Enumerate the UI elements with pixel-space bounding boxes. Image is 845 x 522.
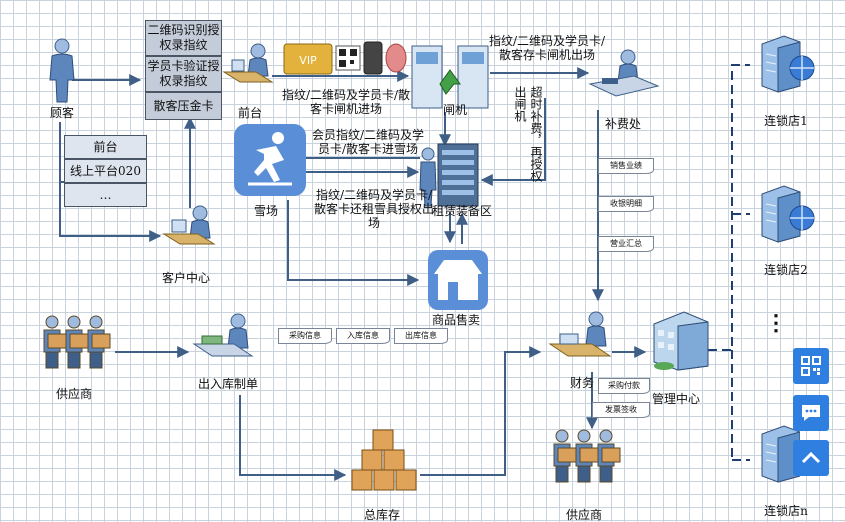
vip-card-qr-fingerprint-icon: VIP bbox=[283, 41, 407, 75]
front-box-deposit: 散客压金卡 bbox=[145, 92, 222, 120]
label-store2: 连锁店2 bbox=[764, 263, 808, 277]
desk-worker-icon bbox=[588, 49, 660, 97]
tag-in-info: 入库信息 bbox=[336, 328, 390, 344]
server-globe-icon bbox=[761, 185, 815, 243]
dashed-management-to-stores bbox=[708, 64, 750, 351]
arrow-ski-to-shop bbox=[287, 200, 420, 286]
arrow-warehouse-to-finance bbox=[420, 346, 542, 476]
label-rental: 租赁装备区 bbox=[431, 204, 493, 218]
arrow-stock-to-warehouse bbox=[239, 395, 347, 481]
label-storen: 连锁店n bbox=[764, 504, 808, 518]
tag-out-info: 出库信息 bbox=[394, 328, 448, 344]
label-customer: 顾客 bbox=[49, 106, 75, 120]
label-finance: 财务 bbox=[569, 376, 595, 390]
channel-box-front: 前台 bbox=[64, 135, 147, 159]
building-icon bbox=[653, 311, 709, 371]
boxes-icon bbox=[351, 429, 417, 491]
server-rack-worker-icon bbox=[419, 143, 479, 207]
desk-worker-icon bbox=[162, 205, 216, 245]
qr-code-button[interactable] bbox=[793, 348, 829, 384]
flow-label-return-rental: 指纹/二维码及学员卡/散客卡还租雪具授权出场 bbox=[313, 188, 434, 230]
skater-icon bbox=[234, 124, 306, 196]
label-store-ellipsis: ⋮ bbox=[765, 310, 787, 336]
label-shop: 商品售卖 bbox=[431, 313, 481, 327]
qr-code-icon bbox=[801, 356, 821, 376]
tag-cashier-detail: 收银明细 bbox=[598, 196, 654, 212]
person-icon bbox=[49, 38, 75, 103]
tag-purchase-info: 采购信息 bbox=[278, 328, 332, 344]
back-to-top-button[interactable] bbox=[793, 440, 829, 476]
front-box-student-card: 学员卡验证授权录指纹 bbox=[145, 56, 222, 92]
flow-label-to-ski: 会员指纹/二维码及学员卡/散客卡进雪场 bbox=[311, 128, 425, 156]
shop-icon bbox=[428, 250, 488, 310]
label-customer-center: 客户中心 bbox=[161, 271, 211, 285]
label-supplement: 补费处 bbox=[604, 117, 642, 131]
tag-purchase-pay: 采购付款 bbox=[598, 378, 650, 394]
label-warehouse: 总库存 bbox=[363, 508, 401, 522]
desk-worker-icon bbox=[548, 311, 612, 357]
supplier-people-icon bbox=[553, 429, 621, 483]
label-store1: 连锁店1 bbox=[764, 114, 808, 128]
tag-business-sum: 营业汇总 bbox=[598, 236, 654, 252]
label-ski-field: 雪场 bbox=[253, 204, 279, 218]
channel-box-more: … bbox=[64, 183, 147, 207]
channel-box-online: 线上平台020 bbox=[64, 159, 147, 183]
svg-text:VIP: VIP bbox=[299, 54, 317, 67]
tag-invoice: 发票签收 bbox=[592, 402, 650, 418]
server-globe-icon bbox=[761, 35, 815, 93]
supplier-people-icon bbox=[43, 315, 111, 369]
label-gate: 闸机 bbox=[442, 103, 468, 117]
flow-label-gate-exit: 指纹/二维码及学员卡/散客存卡闸机出场 bbox=[488, 34, 606, 62]
chat-icon bbox=[802, 405, 820, 421]
label-stock-doc: 出入库制单 bbox=[197, 377, 259, 391]
desk-worker-icon bbox=[222, 43, 274, 83]
flow-label-to-gate: 指纹/二维码及学员卡/散客卡闸机进场 bbox=[281, 88, 411, 116]
label-supplier-bottom: 供应商 bbox=[565, 508, 603, 522]
label-supplier-left: 供应商 bbox=[55, 387, 93, 401]
front-box-qr: 二维码识别授权录指纹 bbox=[145, 20, 222, 56]
desk-worker-icon bbox=[192, 313, 254, 357]
arrow-supplement-to-rental bbox=[480, 98, 546, 186]
label-management: 管理中心 bbox=[651, 392, 701, 406]
flow-label-overtime: 超时补费，再授权出闸机 bbox=[513, 86, 543, 182]
chevron-up-icon bbox=[801, 451, 821, 464]
turnstile-gate-icon bbox=[411, 45, 489, 109]
label-front-desk: 前台 bbox=[237, 106, 263, 120]
tag-sales-perf: 销售业绩 bbox=[598, 158, 654, 174]
arrow-customer-to-center bbox=[59, 122, 162, 242]
chat-button[interactable] bbox=[793, 395, 829, 431]
